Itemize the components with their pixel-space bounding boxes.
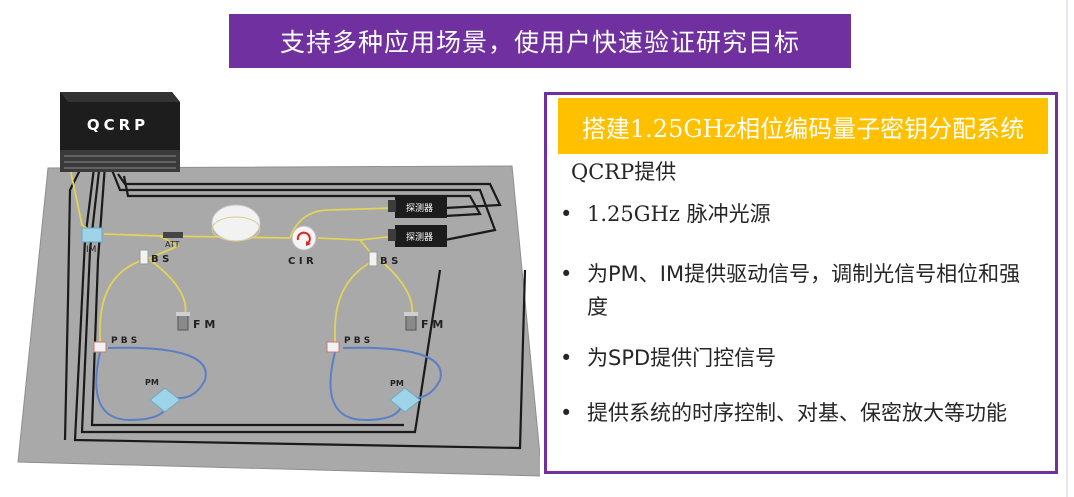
pm-right-label: PM	[390, 379, 404, 388]
im-label: IM	[86, 245, 96, 255]
pm-left-component	[149, 387, 181, 413]
provider-heading: QCRP提供	[571, 160, 677, 184]
bullet-text: 为SPD提供门控信号	[587, 346, 777, 370]
pbs-right-component	[326, 341, 340, 353]
pbs-right-label: P B S	[344, 336, 370, 346]
pm-left-label: PM	[145, 378, 159, 387]
qcrp-device: QCRP	[60, 92, 180, 172]
fiber-spool	[211, 204, 261, 242]
bullet-marker: •	[560, 401, 573, 425]
info-panel	[544, 92, 1058, 474]
fm-left-label: F M	[193, 318, 215, 331]
bullet-marker: •	[560, 202, 573, 226]
bullet-marker: •	[560, 262, 573, 286]
cables	[63, 159, 527, 450]
cir-label: C I R	[288, 256, 314, 267]
bs-left-component	[139, 249, 149, 265]
pbs-left-component	[93, 341, 107, 353]
edge-strip	[1066, 0, 1068, 497]
fm-right	[404, 312, 418, 331]
bs-left-label: B S	[151, 254, 169, 265]
bs-right-label: B S	[380, 256, 398, 267]
fibers-yellow	[69, 167, 414, 352]
bullet-text: 1.25GHz 脉冲光源	[587, 202, 771, 226]
bullet-text: 为PM、IM提供驱动信号，调制光信号相位和强度	[587, 262, 1021, 319]
bs-right-component	[368, 251, 378, 267]
detector-1-label: 探测器	[406, 202, 433, 214]
pbs-left-label: P B S	[111, 336, 137, 346]
detector-2: 探测器	[388, 225, 447, 247]
qcrp-device-label: QCRP	[87, 116, 149, 134]
pm-right-component	[389, 387, 421, 413]
bullet-marker: •	[560, 346, 573, 370]
detector-1: 探测器	[388, 196, 447, 218]
qkd-setup-diagram: QCRP IM ATT B S C I R 探测器 探测器 B S F M	[17, 92, 540, 477]
fm-right-label: F M	[421, 318, 443, 331]
circulator	[291, 225, 317, 251]
im-modulator	[81, 227, 103, 243]
info-panel-title: 搭建1.25GHz相位编码量子密钥分配系统	[558, 98, 1048, 154]
att-label: ATT	[165, 240, 180, 249]
detector-2-label: 探测器	[406, 231, 433, 243]
attenuator	[163, 232, 183, 238]
fm-left	[176, 312, 190, 331]
page-banner: 支持多种应用场景，使用户快速验证研究目标	[229, 14, 851, 68]
bullet-text: 提供系统的时序控制、对基、保密放大等功能	[587, 401, 1007, 425]
